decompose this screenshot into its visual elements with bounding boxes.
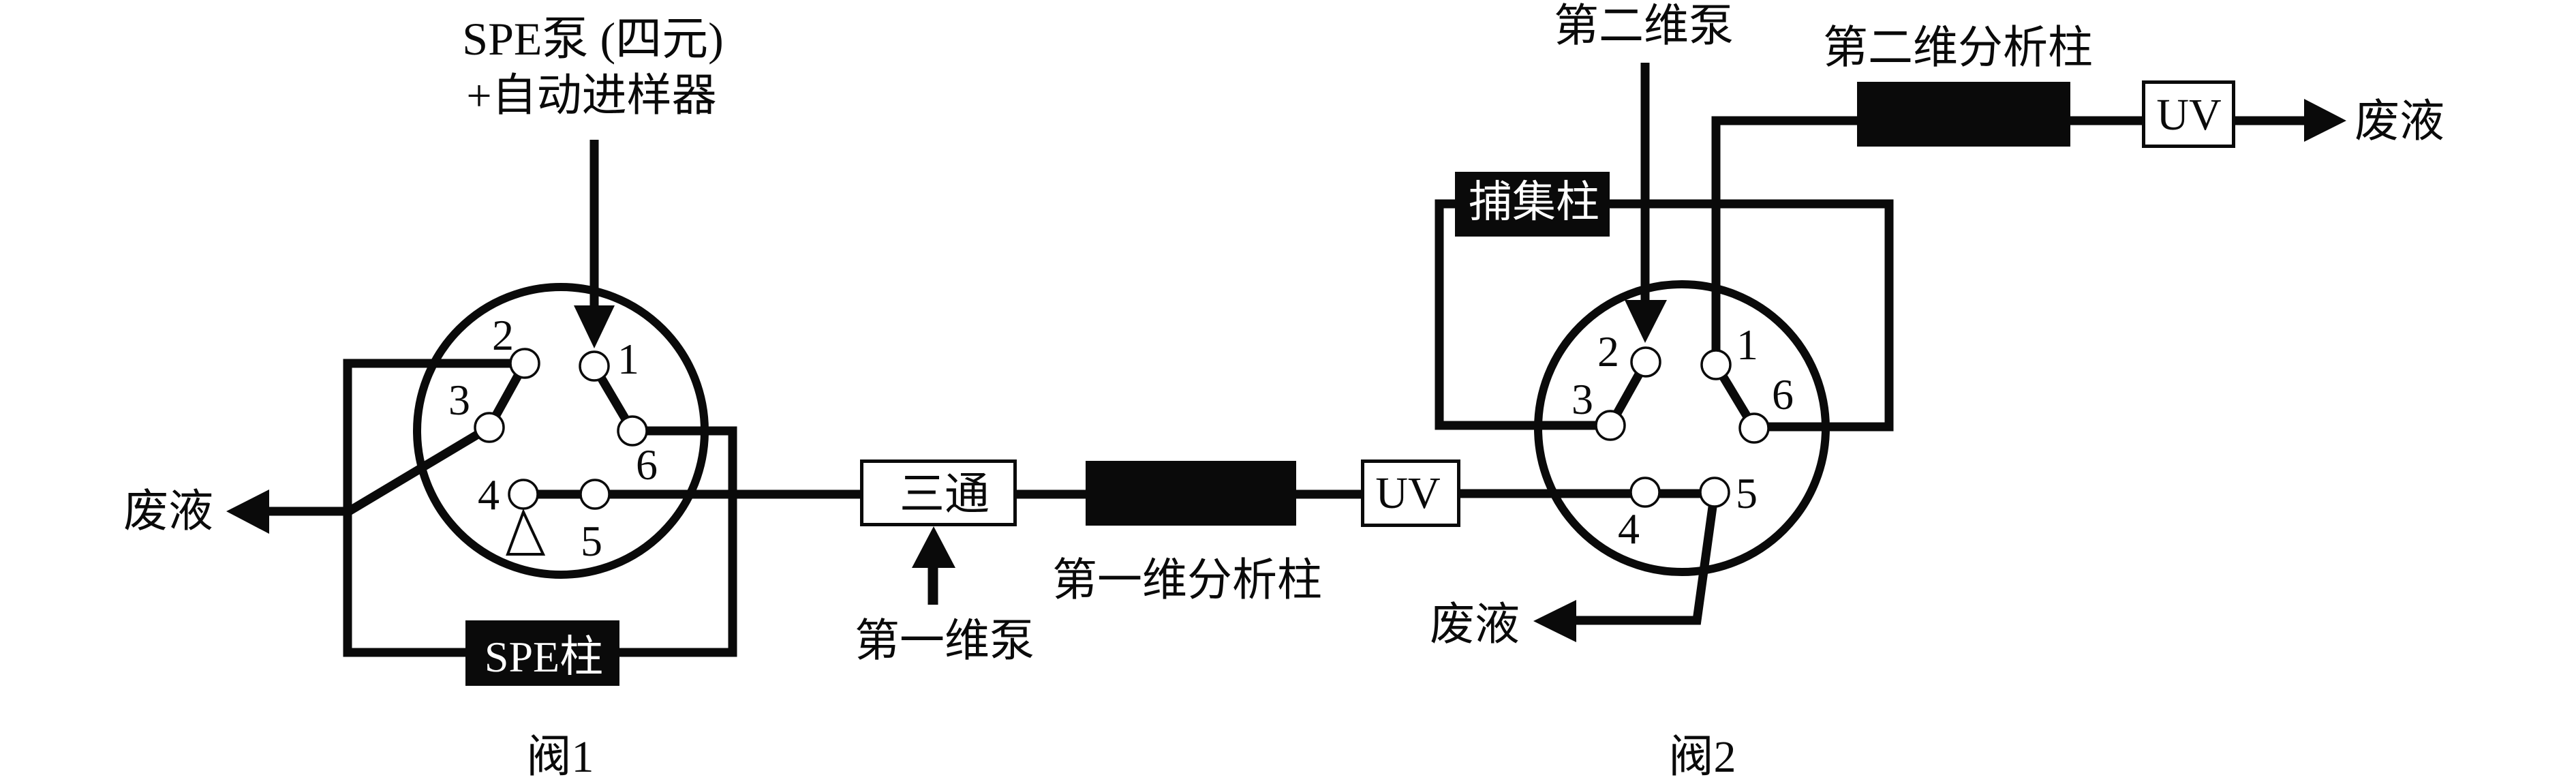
valve-2-port-6-label: 6	[1772, 370, 1794, 419]
valve1-waste-arrowhead-icon	[226, 489, 269, 534]
valve-1-label: 阀1	[527, 732, 594, 782]
first-dim-pump-label: 第一维泵	[855, 616, 1034, 666]
trap-column	[1455, 172, 1610, 237]
valve-2-body	[1534, 280, 1830, 576]
valve-1-port-5	[579, 479, 611, 510]
valve-1-port-6	[617, 415, 648, 447]
second-dim-column-label: 第二维分析柱	[1823, 23, 2093, 73]
tee-connector	[860, 459, 1017, 526]
spe-pump-label: SPE泵 (四元)	[462, 13, 723, 65]
valve-1-body	[413, 283, 709, 579]
second-dim-column	[1857, 82, 2070, 147]
valve2-waste-tube	[1574, 492, 1719, 625]
spe-pump-arrowhead-icon	[574, 305, 615, 348]
valve-2-port-5	[1699, 477, 1730, 508]
valve-1: 1 2 3 4 5 6	[413, 283, 709, 579]
autosampler-label: +自动进样器	[466, 71, 716, 121]
uv-detector-1-label: UV	[1375, 468, 1440, 518]
second-dim-pump-label: 第二维泵	[1554, 1, 1734, 51]
spe-column-label: SPE柱	[485, 633, 603, 681]
valve-2-port-4	[1629, 477, 1661, 508]
first-dim-pump-arrowhead-icon	[912, 526, 955, 568]
first-dim-column-label: 第一维分析柱	[1052, 556, 1322, 605]
valve-1-port-2	[509, 348, 540, 379]
valve-2-port-5-label: 5	[1736, 469, 1758, 517]
trap-column-label: 捕集柱	[1469, 178, 1599, 226]
first-dim-column	[1086, 461, 1296, 526]
valve1-waste-tube	[267, 423, 492, 516]
valve-2-port-1-label: 1	[1736, 320, 1758, 369]
valve2-waste-arrowhead-icon	[1533, 600, 1576, 642]
valve-2-port-4-label: 4	[1618, 504, 1640, 553]
uv-detector-1	[1361, 459, 1460, 527]
spe-column-loop-tube	[343, 359, 737, 657]
valve-2-port-3	[1595, 410, 1626, 441]
detector-waste-arrowhead-icon	[2304, 99, 2346, 142]
valve-2-port-2-label: 2	[1597, 327, 1619, 376]
valve2-waste-label: 废液	[1430, 600, 1520, 650]
uv-detector-2-label: UV	[2156, 90, 2221, 140]
second-dim-pump-arrowhead-icon	[1625, 300, 1667, 343]
valve-1-port-1	[579, 350, 610, 382]
detector-waste-label: 废液	[2355, 97, 2444, 147]
valve-2-port-6	[1738, 412, 1770, 444]
trap-column-loop-tube	[1435, 199, 1894, 432]
valve-2-port-3-label: 3	[1571, 375, 1593, 423]
valve-1-port-3	[474, 412, 505, 443]
uv-detector-2	[2142, 80, 2235, 148]
valve-1-port-4	[508, 479, 539, 510]
valve-1-port-1-label: 1	[617, 335, 639, 383]
valve-1-port4-plug-icon	[506, 508, 546, 556]
valve1-waste-label: 废液	[123, 487, 213, 537]
valve2-to-second-column-tube	[1711, 116, 1858, 365]
tee-label: 三通	[900, 470, 990, 519]
valve-1-port-6-label: 6	[636, 440, 658, 489]
valve-1-port-4-label: 4	[478, 470, 500, 519]
valve-2-port-2	[1630, 346, 1661, 378]
valve-2-label: 阀2	[1669, 732, 1736, 782]
valve-1-port-2-label: 2	[492, 311, 514, 359]
valve-1-port-5-label: 5	[581, 517, 602, 565]
valve-1-port-3-label: 3	[448, 376, 470, 424]
valve-2-port-1	[1700, 349, 1732, 380]
valve-2: 1 2 3 4 5 6	[1534, 280, 1830, 576]
spe-column	[465, 620, 619, 686]
